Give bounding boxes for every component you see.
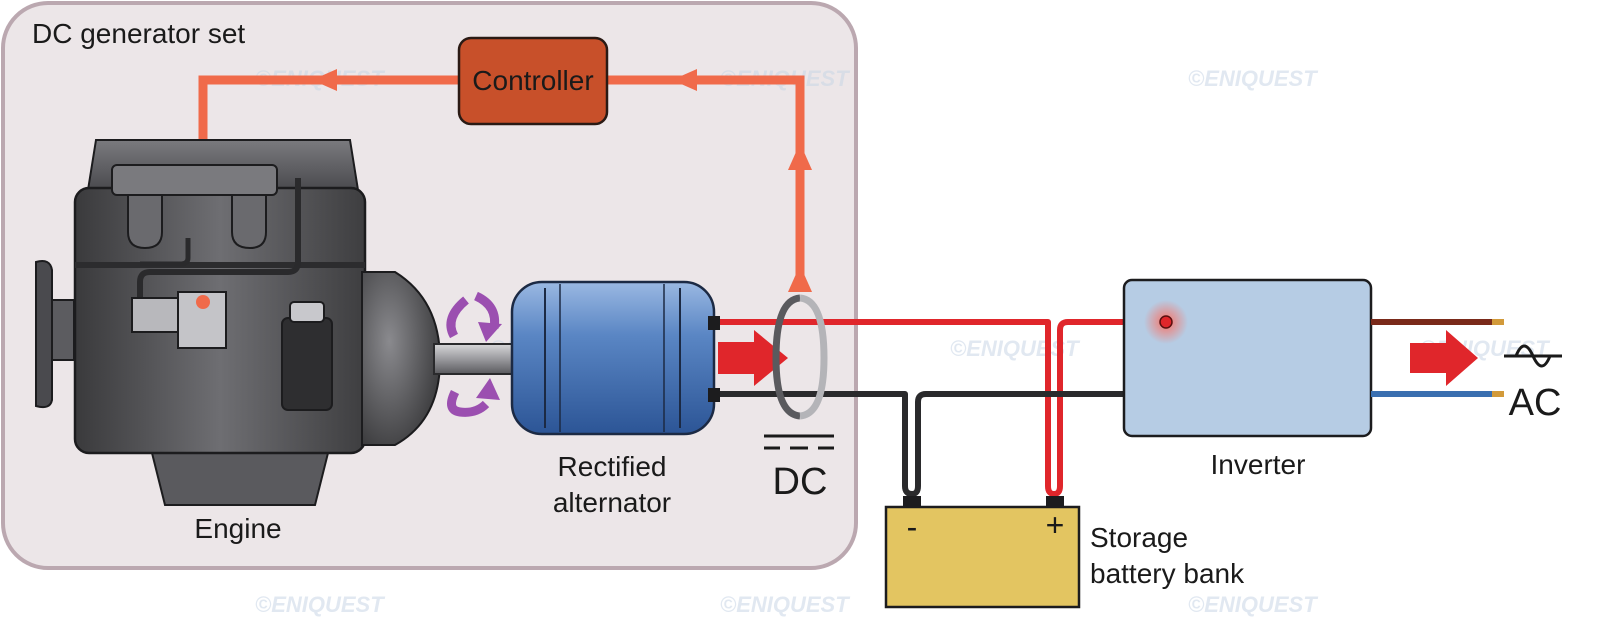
dc-symbol-icon bbox=[764, 434, 834, 450]
feedback-arrow-left-2 bbox=[312, 69, 337, 91]
ac-label: AC bbox=[1509, 382, 1562, 424]
dc-label: DC bbox=[773, 461, 828, 503]
controller-label: Controller bbox=[472, 65, 593, 96]
controller-sensor-dot bbox=[196, 295, 210, 309]
engine-label: Engine bbox=[194, 513, 281, 544]
inverter-led-icon bbox=[1159, 315, 1173, 329]
battery-minus-sign: - bbox=[907, 509, 918, 545]
ac-output-arrow-icon bbox=[1410, 330, 1478, 386]
battery-label-line1: Storage bbox=[1090, 522, 1188, 553]
storage-battery bbox=[884, 505, 1081, 609]
alternator-label-line2: alternator bbox=[553, 487, 671, 518]
engine bbox=[35, 139, 442, 506]
rotation-arrowheads bbox=[476, 322, 502, 400]
watermark-text: ©ENIQUEST bbox=[255, 592, 385, 617]
battery-minus-terminal bbox=[903, 496, 921, 508]
battery-label-line2: battery bank bbox=[1090, 558, 1245, 589]
current-sensor-ring bbox=[772, 294, 828, 420]
battery-plus-terminal bbox=[1046, 496, 1064, 508]
feedback-arrowheads bbox=[312, 69, 812, 292]
feedback-arrow-up-1 bbox=[788, 265, 812, 292]
ac-output-wires bbox=[1371, 319, 1504, 397]
watermark-text: ©ENIQUEST bbox=[720, 592, 850, 617]
dc-output-arrow-icon bbox=[718, 330, 788, 386]
generator-set-label: DC generator set bbox=[32, 18, 245, 49]
controller-box bbox=[457, 36, 609, 126]
ac-sine-icon bbox=[1504, 344, 1562, 368]
rectified-alternator bbox=[510, 280, 720, 436]
inverter-label: Inverter bbox=[1211, 449, 1306, 480]
watermark-text: ©ENIQUEST bbox=[1188, 66, 1318, 91]
dc-wiring bbox=[720, 319, 1126, 497]
feedback-arrow-left-1 bbox=[672, 69, 697, 91]
watermark-text: ©ENIQUEST bbox=[1188, 592, 1318, 617]
feedback-arrow-up-2 bbox=[788, 143, 812, 170]
alternator-label-line1: Rectified bbox=[558, 451, 667, 482]
drive-shaft bbox=[433, 343, 519, 375]
battery-plus-sign: + bbox=[1046, 507, 1065, 543]
